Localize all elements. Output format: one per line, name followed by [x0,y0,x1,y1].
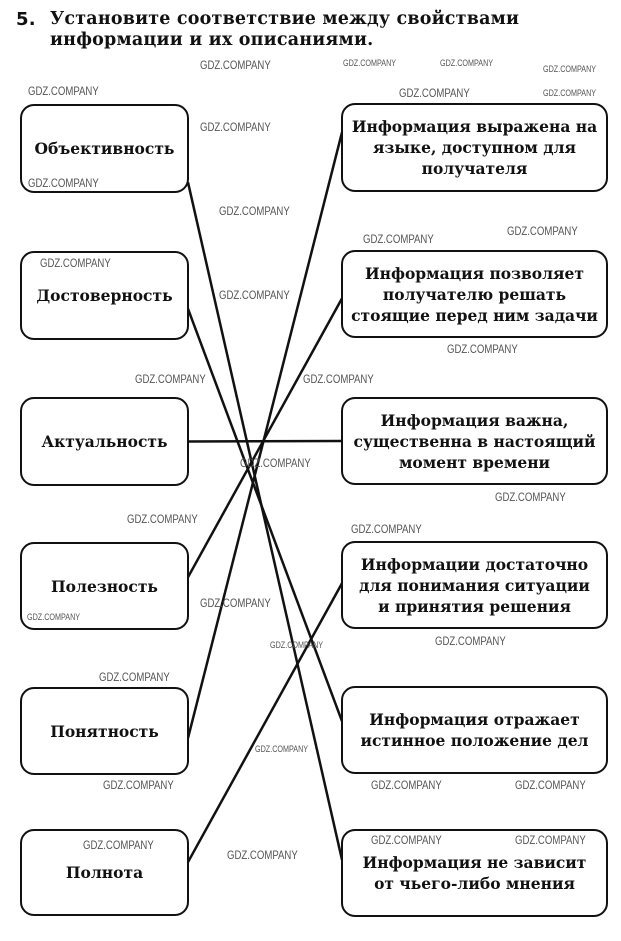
description-box-relevant[interactable]: Информация важна, существенна в настоящи… [341,397,608,485]
watermark: GDZ.COMPANY [543,88,597,98]
watermark: GDZ.COMPANY [270,640,324,650]
watermark: GDZ.COMPANY [240,456,311,470]
watermark: GDZ.COMPANY [135,372,206,386]
description-label: Информация важна, существенна в настоящи… [353,410,596,472]
watermark: GDZ.COMPANY [127,512,198,526]
watermark: GDZ.COMPANY [440,58,494,68]
description-box-understandable[interactable]: Информация выражена на языке, доступном … [341,103,608,192]
watermark: GDZ.COMPANY [99,670,170,684]
watermark: GDZ.COMPANY [515,833,586,847]
watermark: GDZ.COMPANY [40,256,111,270]
watermark: GDZ.COMPANY [200,120,271,134]
property-box-objectivity[interactable]: Объективность [20,104,189,193]
property-box-reliability[interactable]: Достоверность [20,251,189,340]
property-label: Достоверность [36,286,173,305]
description-box-objective[interactable]: Информация не зависит от чьего-либо мнен… [341,829,608,917]
watermark: GDZ.COMPANY [343,58,397,68]
watermark: GDZ.COMPANY [351,522,422,536]
match-line [186,308,344,722]
watermark: GDZ.COMPANY [227,848,298,862]
description-label: Информация позволяет получателю решать с… [351,263,598,325]
match-line [187,439,343,443]
property-label: Полезность [51,576,158,596]
description-box-complete[interactable]: Информации достаточно для понимания ситу… [341,541,608,629]
property-box-relevance[interactable]: Актуальность [20,397,189,486]
property-label: Понятность [50,721,159,741]
watermark: GDZ.COMPANY [495,490,566,504]
description-label: Информации достаточно для понимания ситу… [359,554,590,616]
watermark: GDZ.COMPANY [303,372,374,386]
watermark: GDZ.COMPANY [200,58,271,72]
watermark: GDZ.COMPANY [219,288,290,302]
watermark: GDZ.COMPANY [515,778,586,792]
property-label: Объективность [34,139,175,158]
watermark: GDZ.COMPANY [28,84,99,98]
task-number: 5. [16,9,36,30]
property-label: Полнота [65,863,144,882]
watermark: GDZ.COMPANY [255,744,309,754]
description-box-reliable[interactable]: Информация отражает истинное положение д… [341,686,608,774]
watermark: GDZ.COMPANY [103,778,174,792]
watermark: GDZ.COMPANY [363,232,434,246]
watermark: GDZ.COMPANY [399,86,470,100]
property-box-completeness[interactable]: Полнота [20,829,189,916]
watermark: GDZ.COMPANY [543,64,597,74]
description-label: Информация отражает истинное положение д… [360,710,589,750]
task-text: Установите соответствие между свойствами… [50,9,520,50]
property-label: Актуальность [41,432,168,451]
description-label: Информация не зависит от чьего-либо мнен… [362,853,587,893]
match-line [186,182,344,861]
property-box-clarity[interactable]: Понятность [20,687,189,775]
property-box-usefulness[interactable]: Полезность [20,542,189,630]
description-box-useful[interactable]: Информация позволяет получателю решать с… [341,250,608,338]
watermark: GDZ.COMPANY [83,838,154,852]
watermark: GDZ.COMPANY [447,342,518,356]
match-line [186,582,344,863]
watermark: GDZ.COMPANY [507,224,578,238]
watermark: GDZ.COMPANY [219,204,290,218]
match-line [186,132,344,739]
description-label: Информация выражена на языке, доступном … [351,117,598,178]
watermark: GDZ.COMPANY [28,176,99,190]
watermark: GDZ.COMPANY [435,634,506,648]
watermark: GDZ.COMPANY [27,612,81,622]
watermark: GDZ.COMPANY [371,833,442,847]
watermark: GDZ.COMPANY [200,596,271,610]
watermark: GDZ.COMPANY [371,778,442,792]
